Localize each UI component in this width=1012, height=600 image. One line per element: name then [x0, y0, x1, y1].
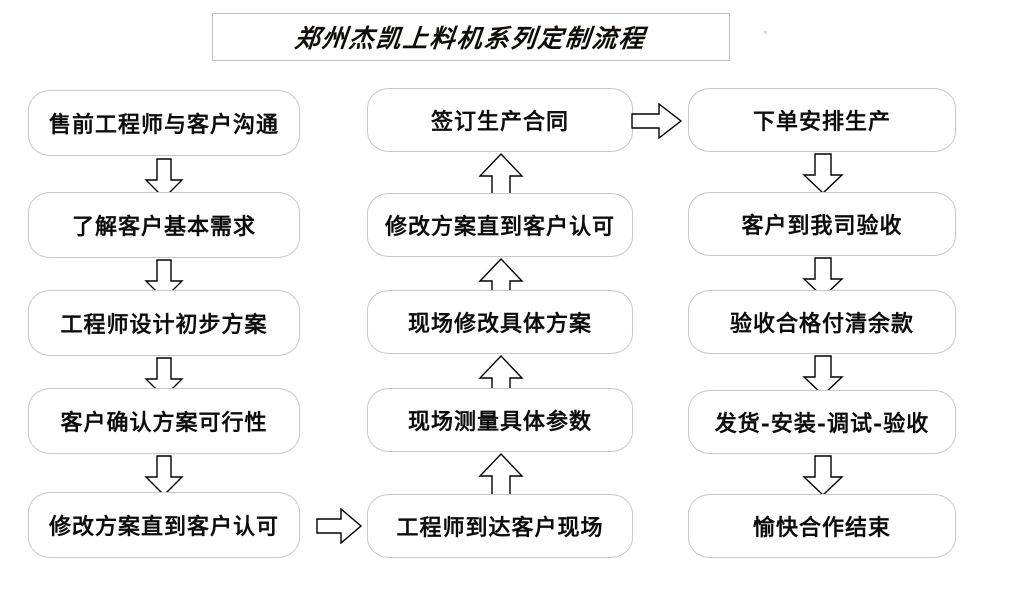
node-label: 发货-安装-调试-验收	[714, 411, 930, 437]
node-col2-3[interactable]: 现场修改具体方案	[367, 290, 633, 354]
node-col1-3[interactable]: 工程师设计初步方案	[28, 290, 300, 356]
node-col2-2[interactable]: 修改方案直到客户认可	[367, 193, 633, 257]
node-col2-4[interactable]: 现场测量具体参数	[367, 388, 633, 452]
down-arrow-col1-1	[135, 158, 193, 200]
node-label: 客户到我司验收	[741, 213, 903, 239]
node-col1-1[interactable]: 售前工程师与客户沟通	[28, 90, 300, 156]
node-label: 现场修改具体方案	[407, 311, 592, 337]
down-arrow-col3-4	[794, 455, 852, 497]
up-arrow-col2-1	[472, 152, 530, 198]
node-label: 下单安排生产	[752, 109, 891, 135]
node-col1-2[interactable]: 了解客户基本需求	[28, 192, 300, 258]
node-label: 签订生产合同	[430, 109, 569, 135]
node-col1-5[interactable]: 修改方案直到客户认可	[28, 492, 300, 558]
down-arrow-col3-1	[794, 153, 852, 195]
down-arrow-col1-4	[135, 455, 193, 497]
node-label: 现场测量具体参数	[407, 409, 592, 435]
right-arrow-col2-to-col3	[631, 103, 687, 139]
node-col2-1[interactable]: 签订生产合同	[367, 88, 633, 152]
node-label: 修改方案直到客户认可	[48, 514, 279, 540]
node-label: 验收合格付清余款	[729, 311, 914, 337]
up-arrow-col2-4	[472, 452, 530, 498]
page-title: 郑州杰凯上料机系列定制流程	[293, 24, 648, 53]
node-label: 售前工程师与客户沟通	[48, 112, 279, 138]
down-arrow-col3-2	[794, 257, 852, 299]
node-col3-5[interactable]: 愉快合作结束	[688, 494, 956, 558]
node-col3-4[interactable]: 发货-安装-调试-验收	[688, 390, 956, 454]
node-label: 客户确认方案可行性	[60, 410, 268, 436]
node-label: 愉快合作结束	[752, 515, 891, 541]
chart-title-box: 郑州杰凯上料机系列定制流程	[212, 13, 730, 61]
node-label: 工程师设计初步方案	[60, 312, 268, 338]
node-col2-5[interactable]: 工程师到达客户现场	[367, 494, 633, 558]
right-arrow-col1-to-col2	[316, 508, 366, 544]
decorative-speck	[764, 31, 767, 34]
node-col3-3[interactable]: 验收合格付清余款	[688, 290, 956, 354]
node-label: 工程师到达客户现场	[396, 515, 604, 541]
node-label: 修改方案直到客户认可	[384, 214, 615, 240]
node-col1-4[interactable]: 客户确认方案可行性	[28, 388, 300, 454]
node-col3-2[interactable]: 客户到我司验收	[688, 192, 956, 256]
node-col3-1[interactable]: 下单安排生产	[688, 88, 956, 152]
down-arrow-col3-3	[794, 355, 852, 397]
node-label: 了解客户基本需求	[71, 214, 256, 240]
